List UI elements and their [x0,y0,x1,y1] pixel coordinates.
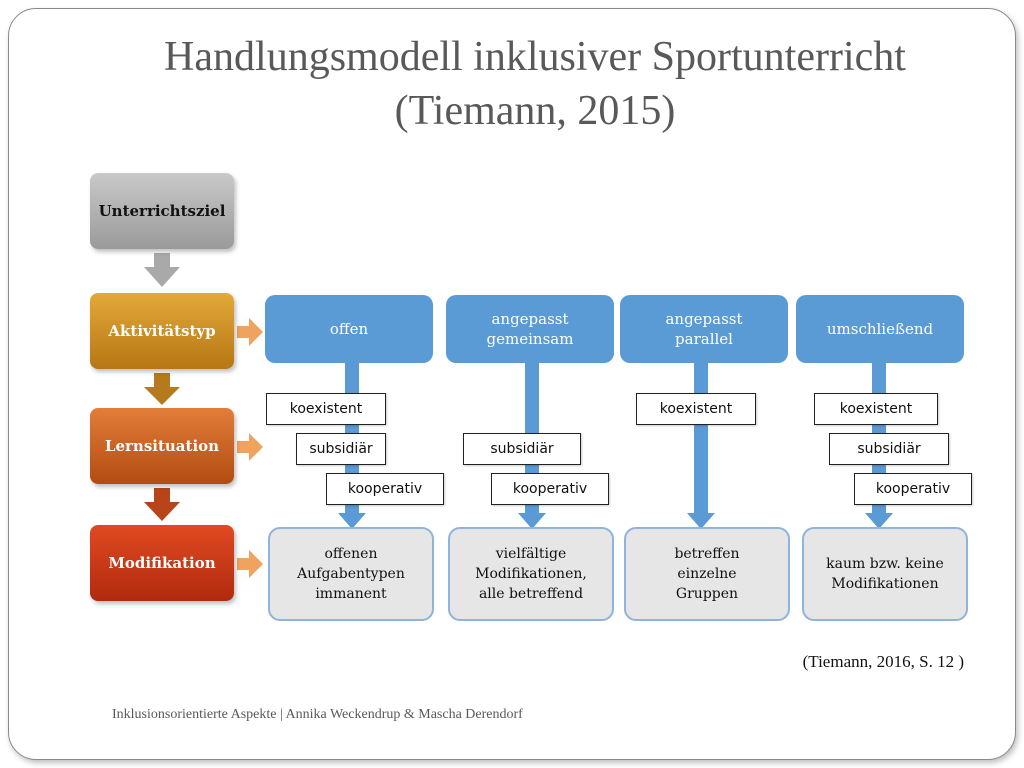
modification-col1: offenen Aufgabentypen immanent [268,527,434,621]
type-umschliessend: umschließend [796,295,964,363]
slide-title: Handlungsmodell inklusiver Sportunterric… [100,30,970,138]
phase-down-arrow-3 [144,488,180,521]
slide-frame [8,8,1016,760]
situation-col4-kooperativ: kooperativ [854,473,972,505]
slide-title-line-1: Handlungsmodell inklusiver Sportunterric… [164,34,906,80]
right-arrow-modification [237,550,263,578]
phase-lernsituation: Lernsituation [90,408,234,484]
right-arrow-situation [237,433,263,461]
modification-col3: betreffen einzelne Gruppen [624,527,790,621]
phase-down-arrow-1 [144,253,180,287]
right-arrow-activity [237,318,263,346]
column-arrow-3 [687,361,715,529]
situation-col2-kooperativ: kooperativ [491,473,609,505]
phase-down-arrow-2 [144,373,180,405]
modification-col4: kaum bzw. keine Modifikationen [802,527,968,621]
slide-footer: Inklusionsorientierte Aspekte | Annika W… [112,707,523,722]
modification-col2: vielfältige Modifikationen, alle betreff… [448,527,614,621]
situation-col2-subsidiaer: subsidiär [463,433,581,465]
citation: (Tiemann, 2016, S. 12 ) [802,652,964,671]
type-offen: offen [265,295,433,363]
situation-col4-koexistent: koexistent [814,393,938,425]
slide-title-line-2: (Tiemann, 2015) [394,88,676,134]
situation-col3-koexistent: koexistent [636,393,756,425]
situation-col1-koexistent: koexistent [266,393,386,425]
model-diagram: Unterrichtsziel Aktivitätstyp Lernsituat… [80,165,980,640]
type-angepasst-parallel: angepasst parallel [620,295,788,363]
phase-modifikation: Modifikation [90,525,234,601]
phase-aktivitaetstyp: Aktivitätstyp [90,293,234,369]
type-angepasst-gemeinsam: angepasst gemeinsam [446,295,614,363]
phase-unterrichtsziel: Unterrichtsziel [90,173,234,249]
situation-col1-subsidiaer: subsidiär [296,433,386,465]
situation-col1-kooperativ: kooperativ [326,473,444,505]
situation-col4-subsidiaer: subsidiär [829,433,949,465]
